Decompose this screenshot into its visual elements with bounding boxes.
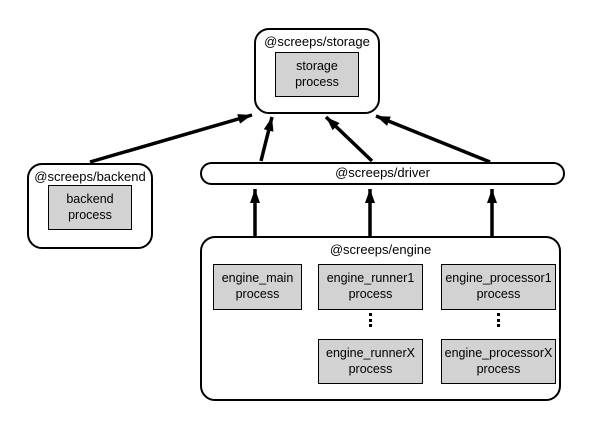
backend-node: @screeps/backend backend process bbox=[27, 163, 153, 249]
storage-node: @screeps/storage storage process bbox=[254, 28, 380, 114]
storage-node-label: @screeps/storage bbox=[264, 34, 370, 49]
engine-processorX-process-box: engine_processorX process bbox=[441, 339, 556, 384]
backend-node-label: @screeps/backend bbox=[34, 169, 146, 184]
backend-process-box: backend process bbox=[48, 185, 132, 230]
arrow-backend-to-storage bbox=[89, 113, 253, 164]
vertical-ellipsis-icon bbox=[497, 313, 500, 327]
engine-runnerX-process-box: engine_runnerX process bbox=[318, 339, 423, 384]
arrow-driver-to-storage-2 bbox=[324, 115, 374, 163]
engine-runner1-process-box: engine_runner1 process bbox=[318, 264, 423, 310]
arrow-driver-to-storage-3 bbox=[375, 114, 491, 164]
vertical-ellipsis-icon bbox=[369, 313, 372, 327]
storage-process-box: storage process bbox=[275, 52, 359, 97]
engine-node-label: @screeps/engine bbox=[329, 242, 432, 257]
driver-node: @screeps/driver bbox=[200, 162, 565, 185]
engine-processor1-process-box: engine_processor1 process bbox=[441, 264, 556, 310]
engine-node: @screeps/engine engine_main process engi… bbox=[200, 236, 561, 401]
arrow-driver-to-storage-1 bbox=[259, 116, 274, 162]
engine-main-process-box: engine_main process bbox=[213, 264, 302, 310]
driver-node-label: @screeps/driver bbox=[335, 165, 430, 181]
